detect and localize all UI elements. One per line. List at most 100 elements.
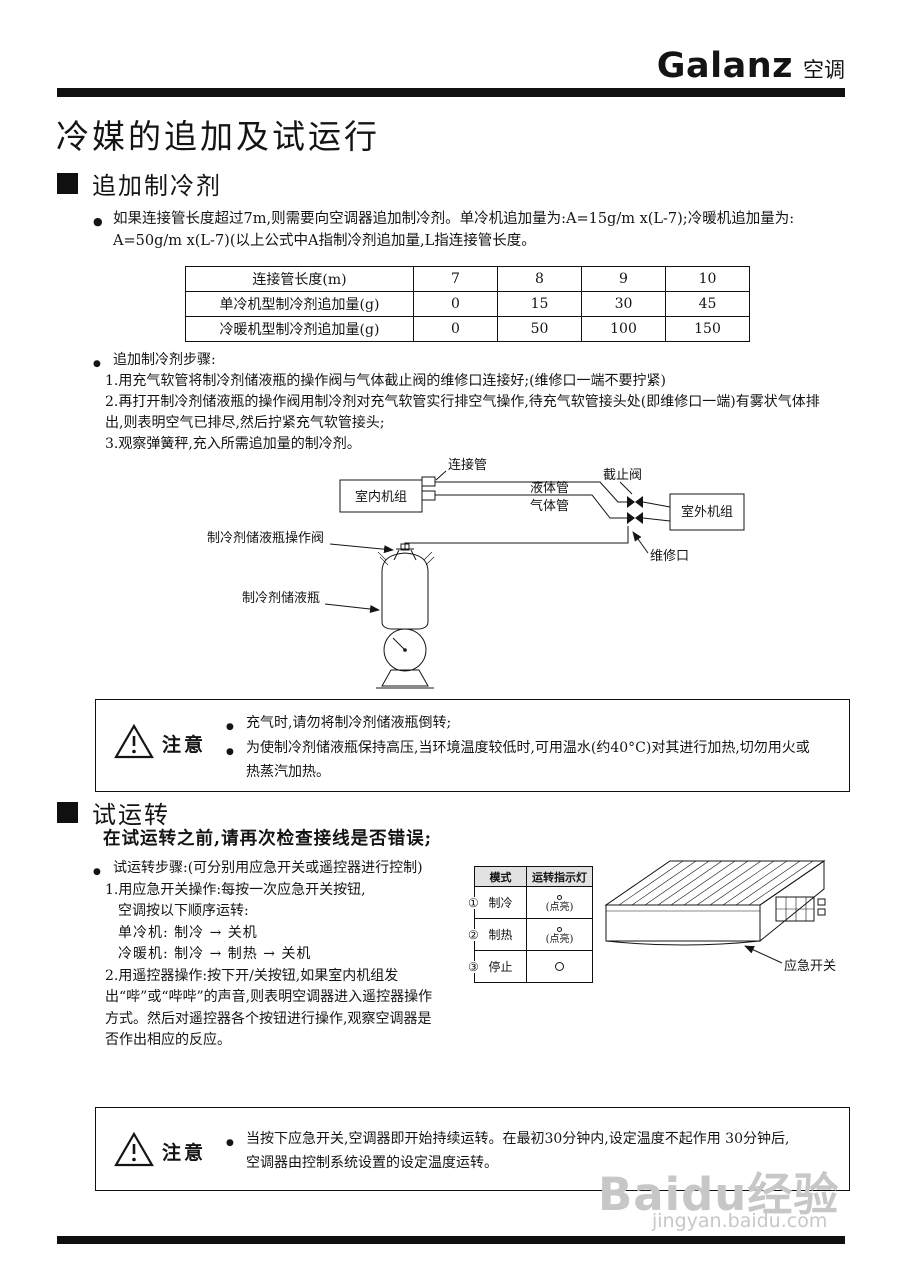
step-2-remote: 2.用遥控器操作:按下开/关按钮,如果室内机组发出“哔”或“哔哔”的声音,则表明… (105, 967, 433, 1049)
refrigerant-steps: 追加制冷剂步骤: 1.用充气软管将制冷剂储液瓶的操作阀与气体截止阀的维修口连接好… (93, 350, 838, 455)
table-row: 单冷机型制冷剂追加量(g) 0 15 30 45 (185, 291, 750, 317)
table-cell: 150 (665, 316, 750, 342)
emergency-switch-label: 应急开关 (784, 958, 836, 974)
mode-name: 制冷 (488, 896, 513, 910)
table-cell: 单冷机型制冷剂追加量(g) (185, 291, 414, 317)
section-marker-square (57, 802, 78, 823)
indoor-unit-label: 室内机组 (355, 489, 407, 505)
table-cell: 9 (581, 266, 666, 292)
stop-valve-icon (635, 496, 643, 508)
circled-number: ② (467, 927, 480, 942)
lamp-cell (526, 950, 593, 983)
charging-diagram: 室内机组 连接管 液体管 气体管 截止阀 室外机组 维修口 (207, 457, 745, 689)
caution-items: 当按下应急开关,空调器即开始持续运转。在最初30分钟内,设定温度不起作用 30分… (226, 1127, 798, 1176)
lamp-icon (557, 895, 562, 900)
gauge-needle (392, 637, 406, 651)
lamp-state: (点亮) (545, 902, 574, 913)
leader-line (619, 481, 633, 495)
caution-items: 充气时,请勿将制冷剂储液瓶倒转; 为使制冷剂储液瓶保持高压,当环境温度较低时,可… (226, 711, 814, 785)
table-cell: 100 (581, 316, 666, 342)
liquid-pipe-line (642, 501, 671, 508)
pipe-connector (421, 490, 436, 501)
mode-cell: ② 制热 (467, 918, 527, 951)
outdoor-unit-label: 室外机组 (681, 504, 733, 520)
warning-triangle-icon (114, 724, 154, 759)
section-add-refrigerant: 追加制冷剂 (57, 166, 222, 201)
lamp-icon (555, 962, 564, 971)
charge-hose-line (404, 526, 629, 550)
steps-label: 追加制冷剂步骤: (93, 350, 838, 375)
footer-rule (57, 1236, 845, 1244)
table-row: ① 制冷 (点亮) (467, 886, 593, 919)
table-cell: 0 (413, 291, 498, 317)
unit-front-face (605, 904, 761, 942)
heat-pump-flow: 冷暖机: 制冷 → 制热 → 关机 (118, 946, 312, 962)
hatch-tick (423, 551, 433, 561)
table-row: ② 制热 (点亮) (467, 918, 593, 951)
stop-valve-icon (627, 496, 635, 508)
hatch-line (683, 860, 749, 906)
hatch-line (696, 860, 762, 906)
table-cell: 30 (581, 291, 666, 317)
intro-line-1: 如果连接管长度超过7m,则需要向空调器追加制冷剂。单冷机追加量为:A=15g/m… (113, 211, 795, 227)
indoor-unit-drawing: 应急开关 (604, 860, 836, 974)
warning-triangle-icon (114, 1132, 154, 1167)
hatch-line (618, 860, 684, 906)
lamp-icon (557, 927, 562, 932)
caution-box-test-run: 注意 当按下应急开关,空调器即开始持续运转。在最初30分钟内,设定温度不起作用 … (95, 1107, 850, 1191)
scale-stand (381, 669, 429, 687)
step-1-line-1: 1.用应急开关操作:每按一次应急开关按钮, (105, 881, 366, 898)
refrigerant-amount-table: 连接管长度(m) 7 8 9 10 单冷机型制冷剂追加量(g) 0 15 30 … (185, 266, 750, 342)
table-cell: 7 (413, 266, 498, 292)
caution-item: 当按下应急开关,空调器即开始持续运转。在最初30分钟内,设定温度不起作用 30分… (226, 1127, 798, 1175)
stop-valve-icon (635, 512, 643, 524)
pipe-connector (421, 476, 436, 487)
hatch-line (722, 860, 788, 906)
hatch-line (735, 860, 801, 906)
test-run-steps: 试运转步骤:(可分别用应急开关或遥控器进行控制) 1.用应急开关操作:每按一次应… (93, 858, 459, 1052)
table-row: 连接管长度(m) 7 8 9 10 (185, 266, 750, 292)
circled-number: ① (467, 895, 480, 910)
service-port-label: 维修口 (650, 549, 689, 564)
header-rule (57, 88, 845, 97)
bottle-valve-label: 制冷剂储液瓶操作阀 (207, 530, 324, 546)
unit-side-face (759, 860, 825, 943)
gas-pipe-line (642, 517, 671, 522)
hatch-line (709, 860, 775, 906)
refrigerant-intro-paragraph: 如果连接管长度超过7m,则需要向空调器追加制冷剂。单冷机追加量为:A=15g/m… (93, 208, 838, 252)
hatch-line (670, 860, 736, 906)
outdoor-unit-box (669, 493, 745, 531)
gas-pipe-label: 气体管 (530, 498, 569, 514)
bottle-valve-icon (400, 543, 410, 551)
mode-cell: ③ 停止 (467, 950, 527, 983)
side-button (817, 898, 826, 906)
table-cell: 45 (665, 291, 750, 317)
mode-name: 制热 (488, 928, 513, 942)
watermark-url-text: jingyan.baidu.com (652, 1210, 828, 1232)
unit-bottom-curve (605, 940, 761, 946)
page-title: 冷媒的追加及试运行 (56, 117, 380, 156)
section-test-run: 试运转 (57, 795, 170, 830)
step-2: 2.再打开制冷剂储液瓶的操作阀用制冷剂对充气软管实行排空气操作,待充气软管接头处… (105, 394, 820, 431)
section-heading-text: 试运转 (92, 801, 170, 829)
table-cell: 0 (413, 316, 498, 342)
leader-line (435, 470, 447, 481)
liquid-pipe-line (435, 481, 627, 503)
lamp-cell: (点亮) (526, 886, 593, 919)
watermark-logo-text: Baidu经验 (598, 1168, 840, 1221)
caution-item: 充气时,请勿将制冷剂储液瓶倒转; (226, 711, 814, 739)
table-header-row: 模式 运转指示灯 (474, 866, 593, 887)
table-cell: 10 (665, 266, 750, 292)
hatch-line (644, 860, 710, 906)
table-cell: 15 (497, 291, 582, 317)
table-cell: 冷暖机型制冷剂追加量(g) (185, 316, 414, 342)
steps-label: 试运转步骤:(可分别用应急开关或遥控器进行控制) (93, 858, 459, 883)
bottle-label: 制冷剂储液瓶 (242, 591, 320, 606)
bottle-valve-arrow (329, 543, 394, 554)
step-3: 3.观察弹簧秤,充入所需追加量的制冷剂。 (105, 436, 361, 452)
circled-number: ③ (467, 959, 480, 974)
bottle-neck (393, 549, 400, 561)
hatch-tick (425, 556, 435, 566)
gas-pipe-line (435, 494, 627, 519)
caution-item: 为使制冷剂储液瓶保持高压,当环境温度较低时,可用温水(约40°C)对其进行加热,… (226, 736, 814, 784)
